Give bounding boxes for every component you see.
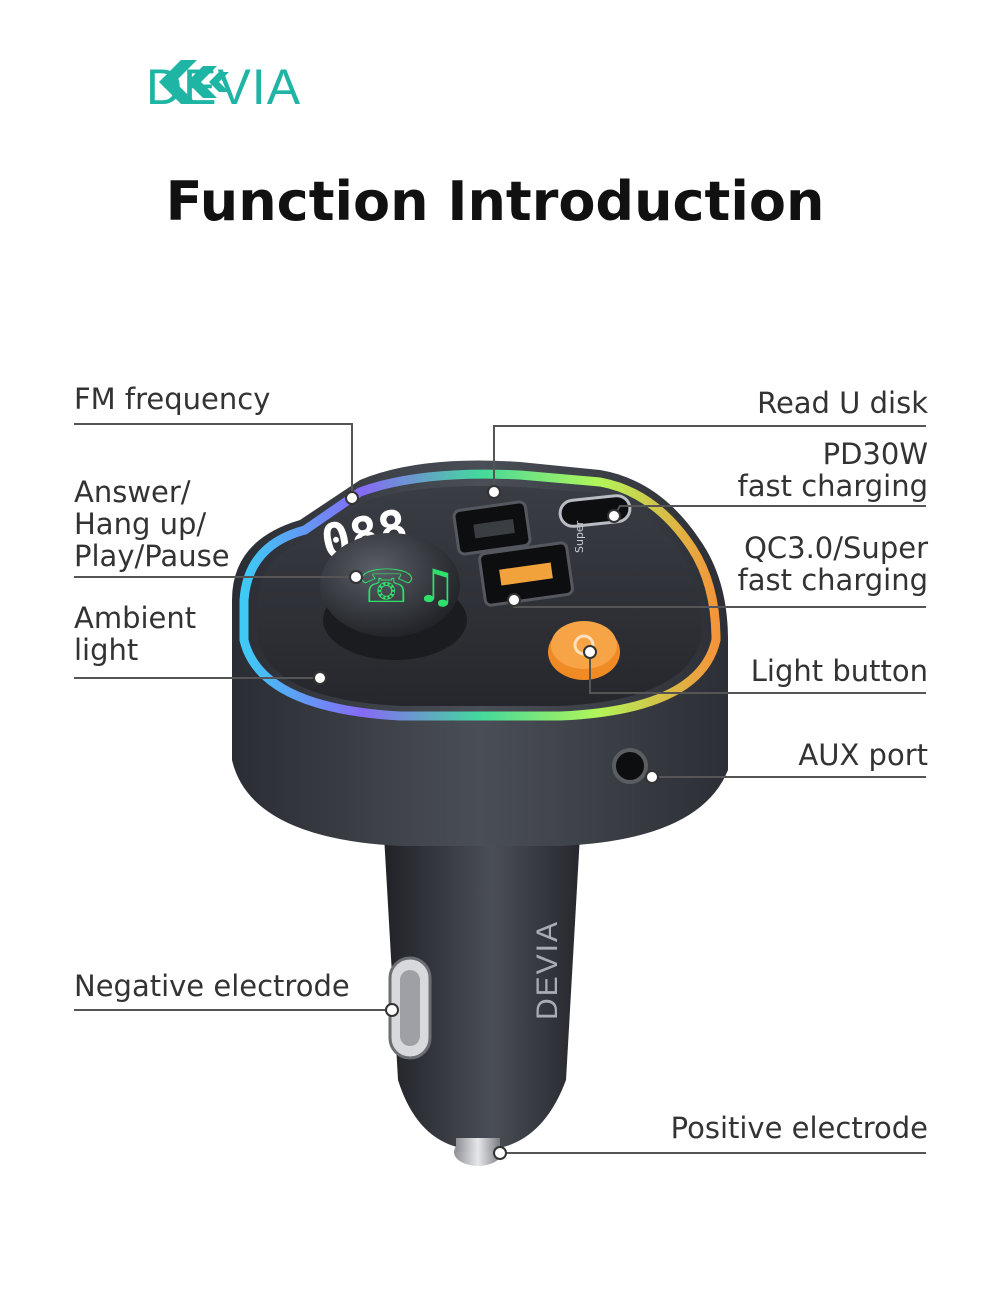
label-pd-line2: fast charging xyxy=(737,469,928,503)
label-pd-line1: PD30W xyxy=(822,437,928,471)
svg-text:☏♫: ☏♫ xyxy=(358,559,457,613)
label-fm-frequency: FM frequency xyxy=(74,382,271,416)
label-negative-electrode: Negative electrode xyxy=(74,969,350,1003)
label-positive-electrode: Positive electrode xyxy=(670,1111,928,1145)
label-answer-line3: Play/Pause xyxy=(74,539,230,573)
label-answer-line1: Answer/ xyxy=(74,475,191,509)
label-answer-line2: Hang up/ xyxy=(74,507,207,541)
devia-logo-icon xyxy=(159,60,229,104)
label-ambient-line2: light xyxy=(74,633,139,667)
label-qc-line2: fast charging xyxy=(737,563,928,597)
label-aux-port: AUX port xyxy=(798,738,928,772)
label-qc-line1: QC3.0/Super xyxy=(744,531,928,565)
label-light-button: Light button xyxy=(750,654,928,688)
svg-text:Super: Super xyxy=(573,520,586,553)
label-ambient-line1: Ambient xyxy=(74,601,197,635)
body-brand-text: DEVIA xyxy=(531,920,564,1020)
label-read-u-disk: Read U disk xyxy=(757,386,928,420)
page-title: Function Introduction xyxy=(165,170,825,233)
brand-name: DEVIA xyxy=(146,59,302,115)
